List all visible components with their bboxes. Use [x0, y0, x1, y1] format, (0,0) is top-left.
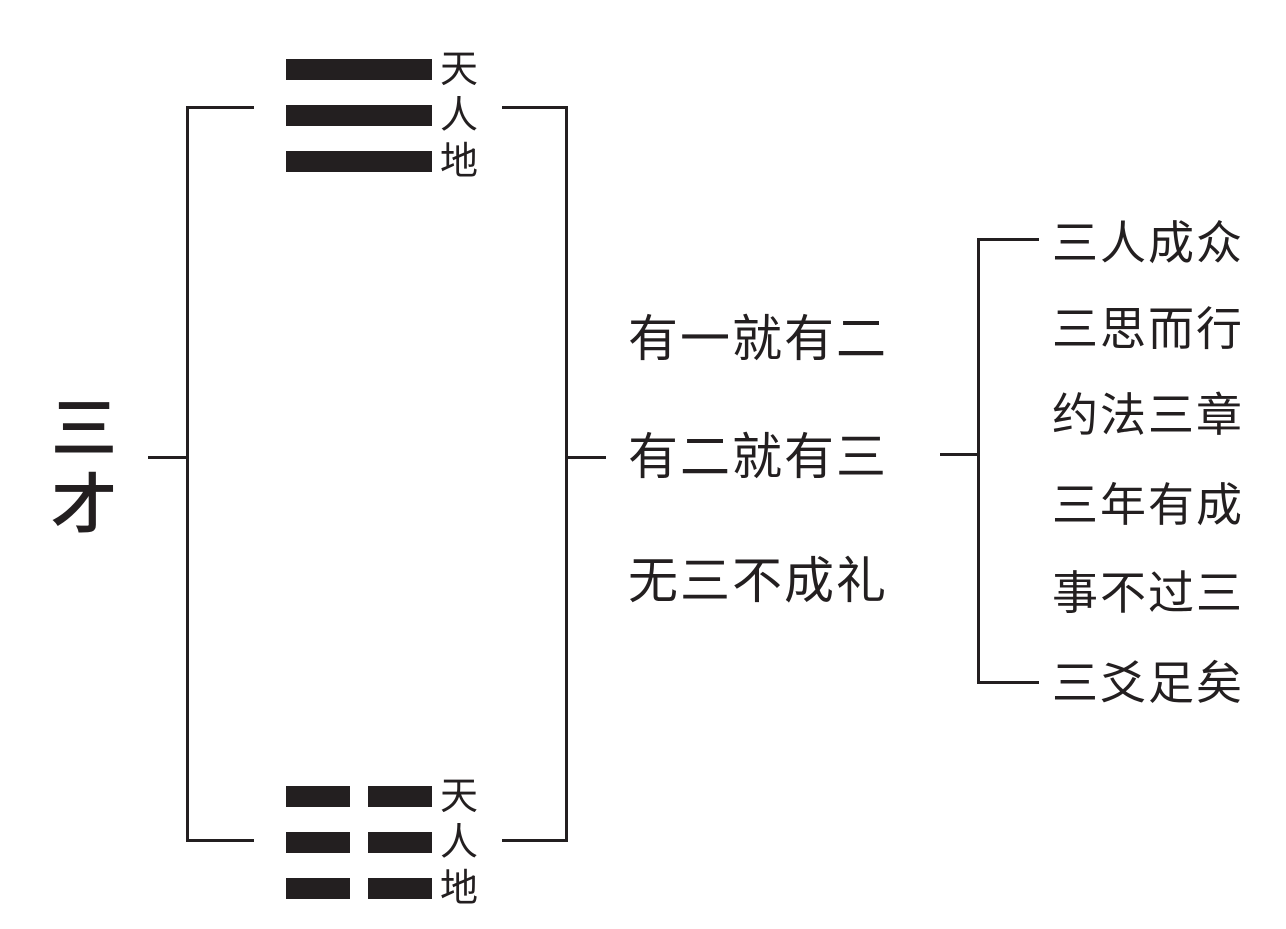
title-sancai: 三 才 [46, 392, 122, 544]
connector-to-middle-phrases [565, 456, 606, 459]
upper-trigram-label-2: 人 [440, 93, 479, 137]
middle-phrase-2: 有二就有三 [628, 428, 888, 486]
right-phrase-3: 约法三章 [1052, 388, 1244, 442]
middle-phrase-1: 有一就有二 [628, 310, 888, 368]
left-bracket-top-arm [186, 106, 254, 109]
right-phrase-4: 三年有成 [1052, 478, 1244, 532]
mid-bracket-vertical [565, 106, 568, 842]
left-bracket-vertical [186, 106, 189, 842]
upper-trigram-line-3 [286, 151, 432, 172]
upper-trigram-line-1 [286, 59, 432, 80]
right-phrase-2: 三思而行 [1052, 302, 1244, 356]
lower-trigram-line-2-right [368, 832, 432, 853]
mid-bracket-top-arm [502, 106, 568, 109]
upper-trigram-label-3: 地 [440, 139, 479, 183]
right-bracket-top-arm [977, 238, 1039, 241]
right-phrase-5: 事不过三 [1052, 566, 1244, 620]
right-phrase-6: 三爻足矣 [1052, 656, 1244, 710]
upper-trigram-label-1: 天 [440, 47, 479, 91]
mid-bracket-bottom-arm [502, 839, 568, 842]
title-char-2: 才 [52, 468, 116, 543]
lower-trigram-line-3-right [368, 878, 432, 899]
lower-trigram-line-1-right [368, 786, 432, 807]
left-bracket-bottom-arm [186, 839, 254, 842]
lower-trigram-line-1-left [286, 786, 350, 807]
lower-trigram-line-3-left [286, 878, 350, 899]
connector-title-to-bracket [148, 456, 188, 459]
right-phrase-1: 三人成众 [1052, 216, 1244, 270]
lower-trigram-line-2-left [286, 832, 350, 853]
lower-trigram-label-1: 天 [440, 774, 479, 818]
right-bracket-vertical [977, 238, 980, 684]
title-char-1: 三 [52, 392, 116, 467]
right-bracket-bottom-arm [977, 681, 1039, 684]
lower-trigram-label-2: 人 [440, 820, 479, 864]
middle-phrase-3: 无三不成礼 [628, 552, 888, 610]
lower-trigram-label-3: 地 [440, 866, 479, 910]
connector-to-right-bracket [940, 453, 980, 456]
upper-trigram-line-2 [286, 105, 432, 126]
